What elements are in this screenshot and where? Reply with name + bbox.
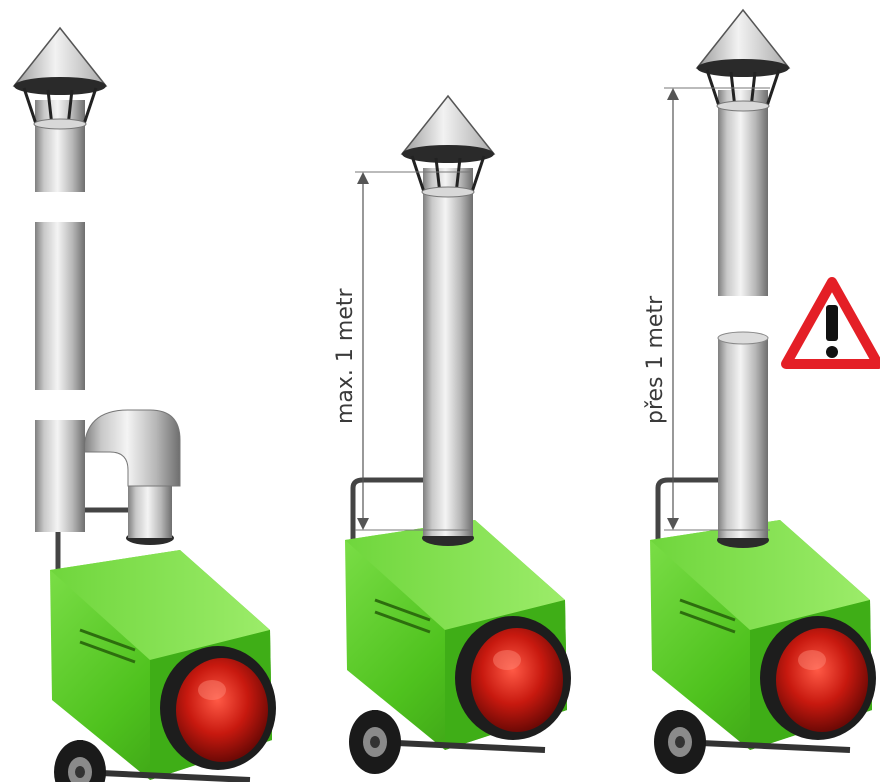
label-over-height: přes 1 metr <box>643 295 668 424</box>
warning-triangle-icon <box>786 282 878 364</box>
heater-left <box>50 510 276 782</box>
chimney-right-too-long <box>697 10 789 548</box>
chimney-left-segmented <box>14 28 180 545</box>
label-max-height: max. 1 metr <box>333 288 358 425</box>
